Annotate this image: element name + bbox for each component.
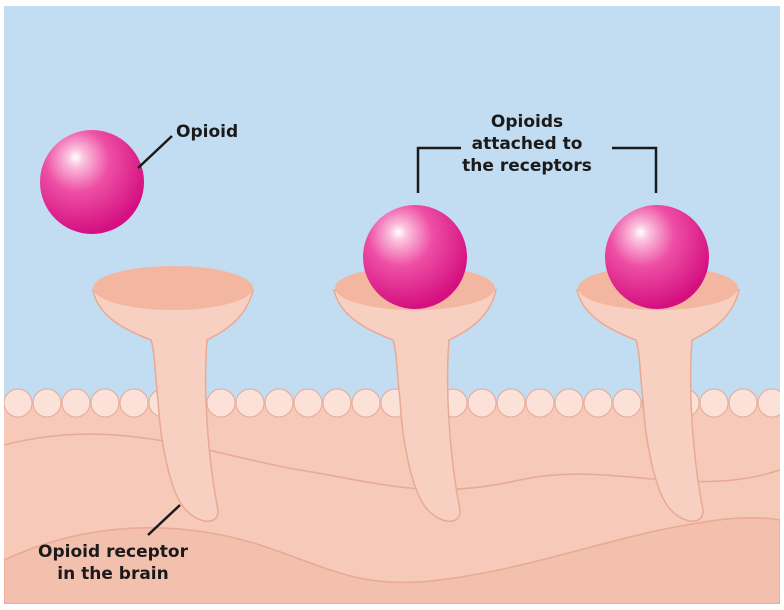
phospholipid-head — [207, 389, 235, 417]
receptor-binding-cup-1 — [93, 266, 253, 310]
phospholipid-head — [584, 389, 612, 417]
phospholipid-head — [700, 389, 728, 417]
attached-label: Opioids attached to the receptors — [452, 111, 602, 177]
attached-label-line-3: the receptors — [452, 155, 602, 177]
phospholipid-head — [323, 389, 351, 417]
attached-label-line-2: attached to — [452, 133, 602, 155]
opioid-label: Opioid — [176, 121, 238, 143]
phospholipid-head — [555, 389, 583, 417]
receptor-label-line-1: Opioid receptor — [22, 541, 204, 563]
phospholipid-head — [352, 389, 380, 417]
phospholipid-head — [468, 389, 496, 417]
phospholipid-head — [265, 389, 293, 417]
phospholipid-head — [4, 389, 32, 417]
phospholipid-head — [91, 389, 119, 417]
opioid-molecule-bound-2 — [605, 205, 709, 309]
receptor-label: Opioid receptor in the brain — [22, 541, 204, 585]
receptor-label-line-2: in the brain — [22, 563, 204, 585]
phospholipid-head — [120, 389, 148, 417]
phospholipid-head — [497, 389, 525, 417]
phospholipid-head — [33, 389, 61, 417]
phospholipid-head — [729, 389, 757, 417]
phospholipid-head — [613, 389, 641, 417]
opioid-label-text: Opioid — [176, 122, 238, 142]
opioid-molecule-bound-1 — [363, 205, 467, 309]
attached-label-line-1: Opioids — [452, 111, 602, 133]
phospholipid-head — [758, 389, 784, 417]
phospholipid-head — [294, 389, 322, 417]
phospholipid-head — [62, 389, 90, 417]
opioid-molecule-free — [40, 130, 144, 234]
phospholipid-head — [526, 389, 554, 417]
phospholipid-head — [236, 389, 264, 417]
